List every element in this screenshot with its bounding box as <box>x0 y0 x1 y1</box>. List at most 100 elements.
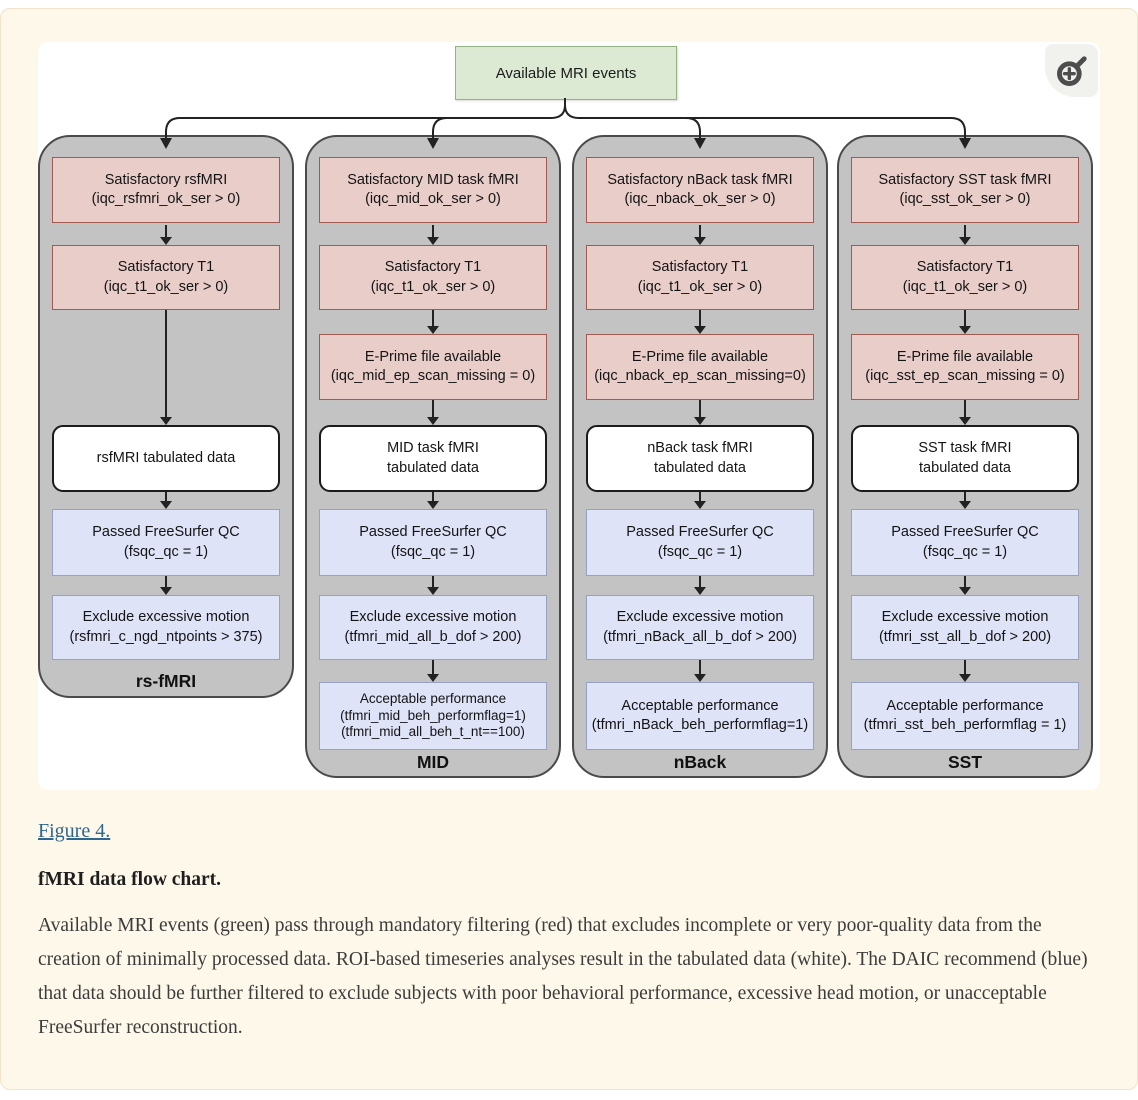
flow-box: Exclude excessive motion (tfmri_nBack_al… <box>586 595 814 660</box>
zoom-in-icon <box>1056 55 1087 86</box>
pipeline-column-mid: Satisfactory MID task fMRI (iqc_mid_ok_s… <box>305 135 561 778</box>
zoom-in-button[interactable] <box>1045 44 1098 97</box>
flow-box: MID task fMRI tabulated data <box>319 425 547 492</box>
box-line: (tfmri_sst_all_b_dof > 200) <box>878 628 1052 645</box>
box-line: (tfmri_nBack_all_b_dof > 200) <box>603 628 797 645</box>
box-line: Satisfactory rsfMRI <box>104 171 228 188</box>
flow-box: rsfMRI tabulated data <box>52 425 280 492</box>
flow-arrow <box>693 660 707 682</box>
box-line: (rsfmri_c_ngd_ntpoints > 375) <box>69 628 263 645</box>
branch-connector <box>160 98 971 149</box>
root-node-available-mri-events: Available MRI events <box>455 46 677 100</box>
box-line: Satisfactory nBack task fMRI <box>607 171 793 188</box>
flow-box: Exclude excessive motion (tfmri_mid_all_… <box>319 595 547 660</box>
box-line: Exclude excessive motion <box>82 609 250 626</box>
box-line: (iqc_t1_ok_ser > 0) <box>902 278 1028 295</box>
box-line: E-Prime file available <box>364 348 502 365</box>
box-line: (iqc_nback_ep_scan_missing=0) <box>594 368 806 384</box>
flow-arrow <box>958 492 972 509</box>
flow-box: Satisfactory T1 (iqc_t1_ok_ser > 0) <box>319 245 547 310</box>
box-line: (fsqc_qc = 1) <box>390 543 476 560</box>
flow-box: Exclude excessive motion (tfmri_sst_all_… <box>851 595 1079 660</box>
flow-arrow <box>958 660 972 682</box>
flow-box: Passed FreeSurfer QC (fsqc_qc = 1) <box>586 509 814 576</box>
pipeline-column-sst: Satisfactory SST task fMRI (iqc_sst_ok_s… <box>837 135 1093 778</box>
box-line: tabulated data <box>919 459 1011 476</box>
pipeline-column-nback: Satisfactory nBack task fMRI (iqc_nback_… <box>572 135 828 778</box>
box-line: Acceptable performance <box>359 690 507 706</box>
figure-link[interactable]: Figure 4. <box>38 820 111 842</box>
box-line: (iqc_mid_ok_ser > 0) <box>365 191 501 207</box>
box-line: (tfmri_sst_beh_performflag = 1) <box>863 717 1067 733</box>
flow-box: E-Prime file available (iqc_mid_ep_scan_… <box>319 334 547 400</box>
flow-box: Passed FreeSurfer QC (fsqc_qc = 1) <box>851 509 1079 576</box>
flow-box: nBack task fMRI tabulated data <box>586 425 814 492</box>
box-line: (fsqc_qc = 1) <box>123 543 209 560</box>
flow-arrow <box>958 400 972 425</box>
figure-caption-title: fMRI data flow chart. <box>38 869 222 890</box>
column-label-nback: nBack <box>673 752 727 772</box>
flow-box: Satisfactory rsfMRI (iqc_rsfmri_ok_ser >… <box>52 157 280 223</box>
box-line: (iqc_t1_ok_ser > 0) <box>637 278 763 295</box>
flow-arrow <box>159 225 173 245</box>
flow-arrow <box>693 492 707 509</box>
flow-box: Exclude excessive motion (rsfmri_c_ngd_n… <box>52 595 280 660</box>
box-line: (fsqc_qc = 1) <box>922 543 1008 560</box>
flow-arrow <box>693 225 707 245</box>
flow-arrow <box>958 225 972 245</box>
flow-box: Acceptable performance (tfmri_mid_beh_pe… <box>319 682 547 750</box>
flow-arrow <box>958 576 972 595</box>
article-figure-card: Available MRI events Satisfactory rsfMRI <box>0 8 1138 1090</box>
box-line: Satisfactory SST task fMRI <box>878 171 1052 188</box>
box-line: (iqc_sst_ok_ser > 0) <box>899 191 1031 207</box>
box-line: nBack task fMRI <box>647 440 753 457</box>
flow-box: Satisfactory T1 (iqc_t1_ok_ser > 0) <box>52 245 280 310</box>
box-line: Passed FreeSurfer QC <box>626 524 774 541</box>
box-line: Passed FreeSurfer QC <box>891 524 1039 541</box>
box-line: (tfmri_nBack_beh_performflag=1) <box>591 717 809 733</box>
box-line: Exclude excessive motion <box>349 609 517 626</box>
flow-box: Passed FreeSurfer QC (fsqc_qc = 1) <box>52 509 280 576</box>
box-line: Exclude excessive motion <box>881 609 1049 626</box>
box-line: Acceptable performance <box>621 697 779 714</box>
flow-box: Satisfactory nBack task fMRI (iqc_nback_… <box>586 157 814 223</box>
box-line: tabulated data <box>654 459 746 476</box>
flow-arrow <box>426 492 440 509</box>
box-line: SST task fMRI <box>918 440 1012 457</box>
flow-arrow <box>426 660 440 682</box>
box-line: (fsqc_qc = 1) <box>657 543 743 560</box>
box-line: Passed FreeSurfer QC <box>359 524 507 541</box>
box-line: MID task fMRI <box>387 440 479 457</box>
box-line: tabulated data <box>387 459 479 476</box>
box-line: E-Prime file available <box>896 348 1034 365</box>
flow-box: Satisfactory SST task fMRI (iqc_sst_ok_s… <box>851 157 1079 223</box>
flow-arrow <box>426 225 440 245</box>
flow-box: Satisfactory MID task fMRI (iqc_mid_ok_s… <box>319 157 547 223</box>
box-line: (iqc_nback_ok_ser > 0) <box>624 191 776 207</box>
box-line: E-Prime file available <box>631 348 769 365</box>
box-line: Satisfactory T1 <box>384 259 482 276</box>
box-line: (iqc_t1_ok_ser > 0) <box>103 278 229 295</box>
box-line: Satisfactory T1 <box>117 259 215 276</box>
box-line: Satisfactory T1 <box>916 259 1014 276</box>
flow-box: SST task fMRI tabulated data <box>851 425 1079 492</box>
flow-box: E-Prime file available (iqc_sst_ep_scan_… <box>851 334 1079 400</box>
flow-arrow <box>958 310 972 334</box>
box-line: (tfmri_mid_beh_performflag=1) <box>340 707 526 723</box>
box-line: (iqc_mid_ep_scan_missing = 0) <box>330 368 536 384</box>
flow-arrow <box>159 492 173 509</box>
flow-arrow <box>426 310 440 334</box>
figure-panel: Available MRI events Satisfactory rsfMRI <box>38 42 1100 790</box>
flow-arrow <box>159 576 173 595</box>
box-line: rsfMRI tabulated data <box>96 449 236 466</box>
column-label-sst: SST <box>947 752 983 772</box>
flow-box: Passed FreeSurfer QC (fsqc_qc = 1) <box>319 509 547 576</box>
box-line: Satisfactory T1 <box>651 259 749 276</box>
flow-arrow <box>426 400 440 425</box>
flow-box: E-Prime file available (iqc_nback_ep_sca… <box>586 334 814 400</box>
box-line: (iqc_t1_ok_ser > 0) <box>370 278 496 295</box>
box-line: (tfmri_mid_all_b_dof > 200) <box>344 628 522 645</box>
box-line: Passed FreeSurfer QC <box>92 524 240 541</box>
flow-box: Satisfactory T1 (iqc_t1_ok_ser > 0) <box>851 245 1079 310</box>
box-line: (iqc_sst_ep_scan_missing = 0) <box>865 368 1065 384</box>
